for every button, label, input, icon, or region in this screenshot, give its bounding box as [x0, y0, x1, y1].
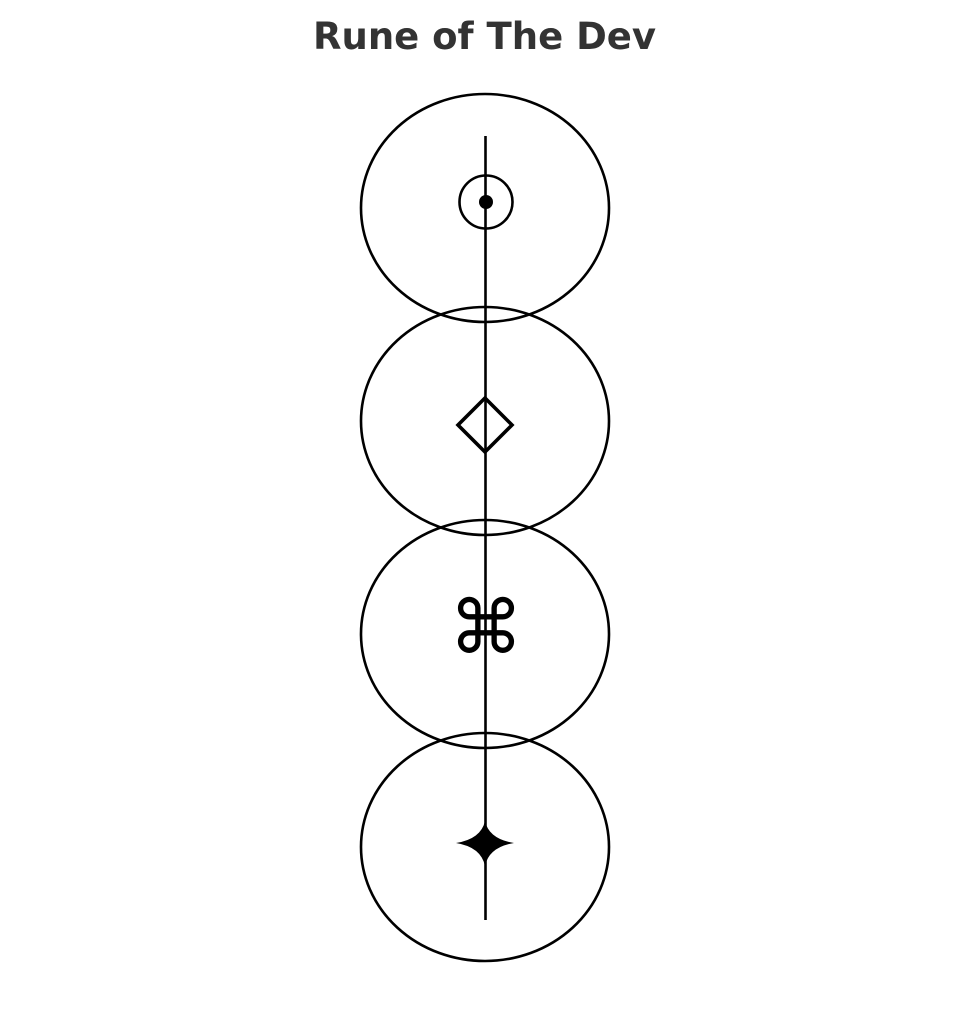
diamond-outline-icon: [455, 395, 515, 455]
four-point-star-icon: [456, 821, 514, 866]
circled-dot-icon: [458, 174, 514, 230]
rune-title: Rune of The Dev: [312, 15, 657, 58]
command-key-icon: ⌘: [449, 585, 523, 671]
